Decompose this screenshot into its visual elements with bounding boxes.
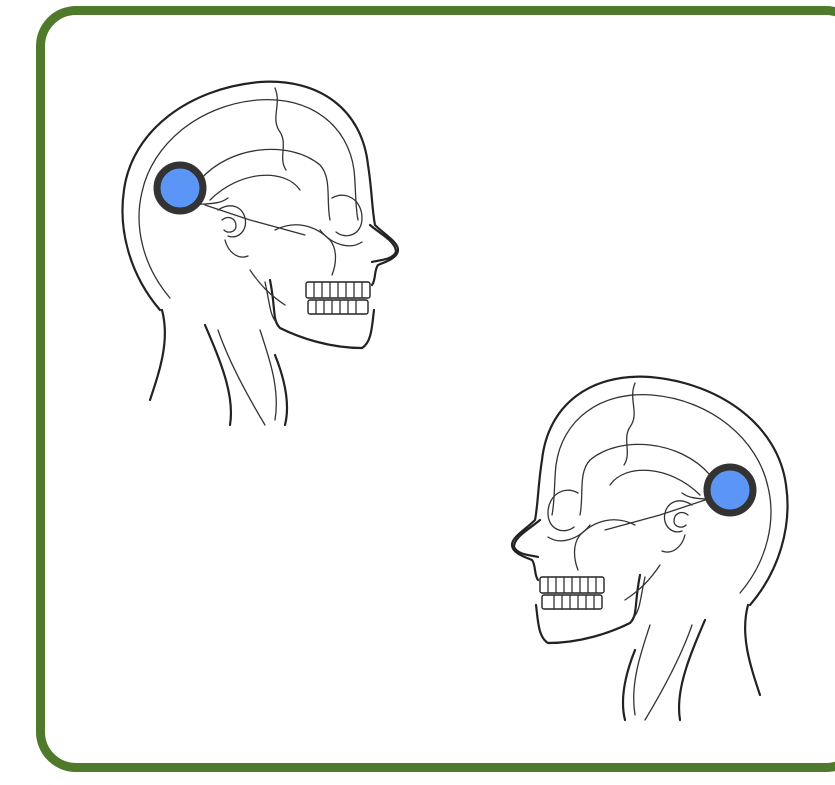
sound-marker-left xyxy=(157,165,203,211)
teeth xyxy=(306,282,370,314)
teeth-mirrored xyxy=(540,577,604,609)
skull-illustration-right xyxy=(500,365,810,725)
skull-outline xyxy=(123,82,399,425)
sound-marker-right xyxy=(707,467,753,513)
skull-outline-mirrored xyxy=(512,377,788,720)
skull-illustration-left xyxy=(100,70,410,430)
